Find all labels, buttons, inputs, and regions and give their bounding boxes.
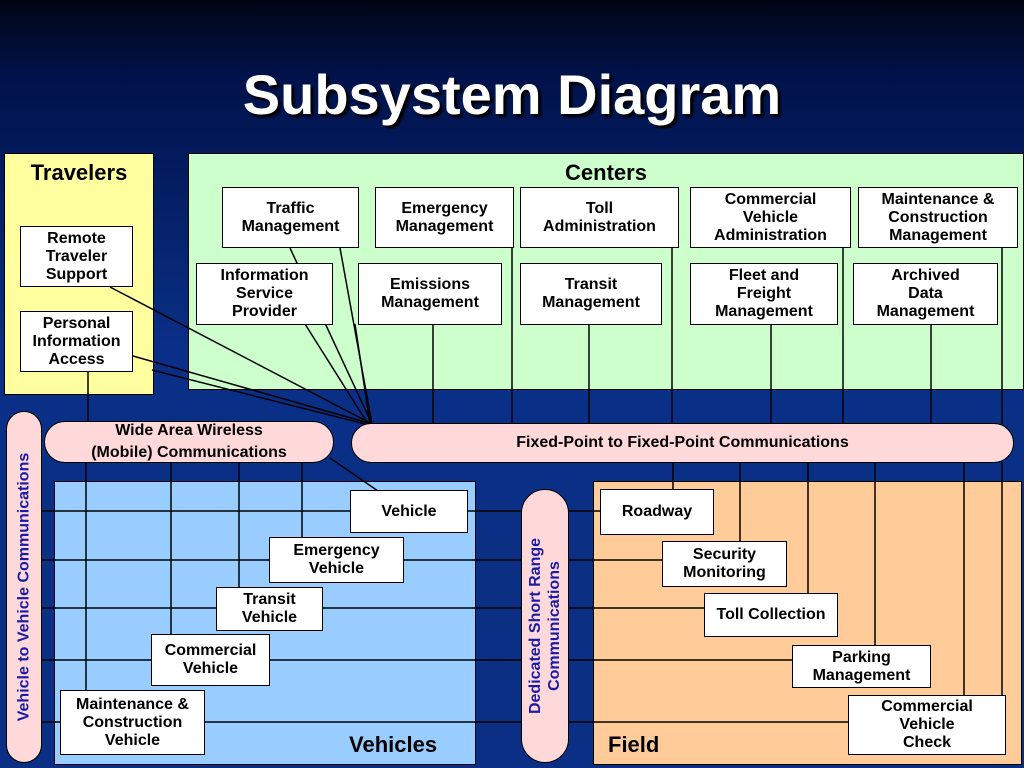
remote-traveler-support-box: Remote Traveler Support	[20, 226, 133, 287]
transit-management-box: Transit Management	[520, 263, 662, 325]
emissions-management-box: Emissions Management	[358, 263, 502, 325]
commercial-vehicle-box: Commercial Vehicle	[151, 634, 270, 686]
information-service-provider-box: Information Service Provider	[196, 263, 333, 325]
field-label: Field	[608, 732, 660, 757]
wide-area-wireless-communications: Wide Area Wireless (Mobile) Communicatio…	[44, 421, 334, 463]
vehicle-to-vehicle-label: Vehicle to Vehicle Communications	[15, 452, 33, 722]
parking-management-box: Parking Management	[792, 645, 931, 688]
transit-vehicle-box: Transit Vehicle	[216, 587, 323, 631]
page-title: Subsystem Diagram	[242, 63, 782, 126]
travelers-label: Travelers	[30, 160, 128, 185]
dedicated-short-range-communications: Dedicated Short Range Communications	[521, 489, 569, 763]
vehicles-label: Vehicles	[349, 732, 438, 757]
fixed-point-communications: Fixed-Point to Fixed-Point Communication…	[351, 423, 1014, 463]
maintenance-construction-management-box: Maintenance & Construction Management	[858, 187, 1018, 248]
centers-label: Centers	[565, 160, 647, 185]
security-monitoring-box: Security Monitoring	[662, 541, 787, 587]
emergency-vehicle-box: Emergency Vehicle	[269, 537, 404, 583]
commercial-vehicle-check-box: Commercial Vehicle Check	[848, 695, 1006, 755]
toll-collection-box: Toll Collection	[704, 593, 838, 637]
vehicle-to-vehicle-communications: Vehicle to Vehicle Communications	[6, 411, 42, 763]
fleet-freight-management-box: Fleet and Freight Management	[690, 263, 838, 325]
dsrc-label: Dedicated Short Range Communications	[527, 537, 563, 715]
vehicle-box: Vehicle	[350, 490, 468, 533]
personal-information-access-box: Personal Information Access	[20, 311, 133, 372]
commercial-vehicle-administration-box: Commercial Vehicle Administration	[690, 187, 851, 248]
toll-administration-box: Toll Administration	[520, 187, 679, 248]
emergency-management-box: Emergency Management	[375, 187, 514, 248]
archived-data-management-box: Archived Data Management	[853, 263, 998, 325]
traffic-management-box: Traffic Management	[222, 187, 359, 248]
maintenance-construction-vehicle-box: Maintenance & Construction Vehicle	[60, 690, 205, 755]
roadway-box: Roadway	[600, 489, 714, 535]
